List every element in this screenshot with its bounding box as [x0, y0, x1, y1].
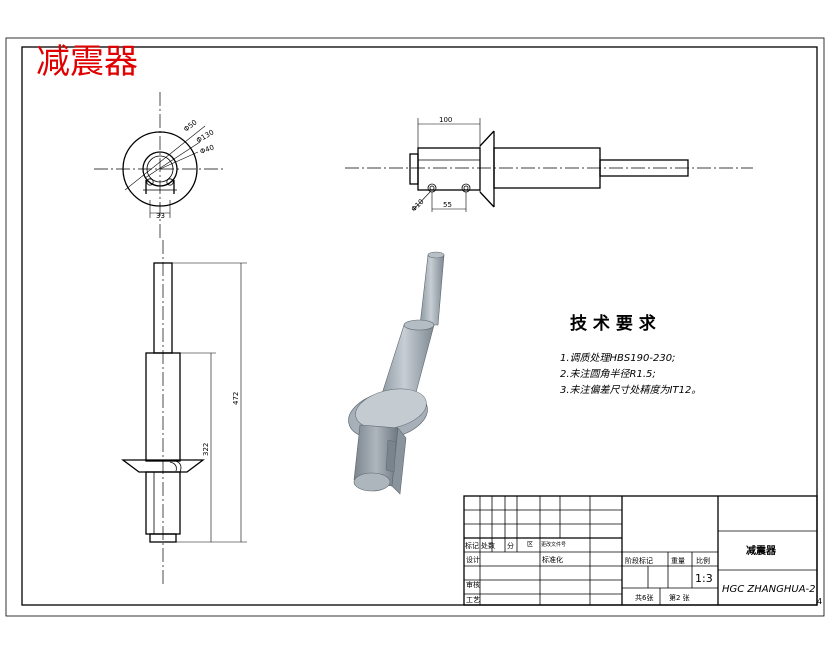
sheet-inner-frame	[21, 46, 818, 606]
tech-heading: 技 术 要 求	[570, 313, 656, 334]
sheet-mark: 4	[817, 597, 822, 606]
dim-spacing: 55	[443, 201, 452, 209]
isometric-view	[348, 251, 445, 495]
dim-inner: Φ40	[199, 143, 215, 155]
title-block: 标记 处数 分 区 更改文件号 设计 标准化 审核 工艺 阶段标记 重量 比例 …	[463, 495, 818, 606]
tb-chushu: 处数	[481, 541, 495, 550]
dim-hole: Φ10	[410, 198, 426, 214]
tb-sheji: 设计	[466, 555, 480, 564]
tb-gong: 共6张	[635, 593, 653, 602]
dim-mid: Φ130	[195, 128, 215, 144]
dim-outer: Φ50	[182, 118, 198, 133]
tb-part-name: 减震器	[746, 544, 777, 557]
tb-biaoji: 标记	[465, 541, 479, 550]
tb-qu: 区	[527, 541, 533, 548]
tb-bili: 比例	[696, 556, 710, 565]
tb-zhongliang: 重量	[671, 557, 685, 565]
tb-di: 第2 张	[669, 593, 690, 602]
tb-gengai: 更改文件号	[541, 541, 566, 548]
dim-length-top: 100	[439, 116, 452, 124]
dim-total: 472	[232, 392, 240, 405]
top-view: Φ50 Φ130 Φ40 33	[94, 92, 225, 240]
tb-shenhe: 审核	[466, 580, 480, 589]
tech-item-1: 1.调质处理HBS190-230;	[560, 352, 675, 364]
tb-fenqu: 分	[507, 541, 514, 550]
tb-scale: 1:3	[695, 572, 713, 585]
sheet-outer-border	[5, 37, 825, 617]
side-view: 100 55 Φ10	[345, 116, 753, 213]
tb-biaozhunhua: 标准化	[542, 555, 563, 564]
dim-bottom: 33	[156, 212, 165, 220]
tech-item-2: 2.未注圆角半径R1.5;	[560, 368, 656, 380]
tech-requirements: 技 术 要 求 1.调质处理HBS190-230; 2.未注圆角半径R1.5; …	[560, 313, 701, 396]
tb-jieduan: 阶段标记	[625, 556, 653, 565]
front-view: 472 322	[121, 240, 247, 585]
dim-lower: 322	[202, 443, 210, 456]
tb-drawing-code: HGC ZHANGHUA-2	[722, 584, 816, 595]
tech-item-3: 3.未注偏差尺寸处精度为IT12。	[560, 384, 701, 396]
tb-gongyi: 工艺	[466, 596, 480, 604]
drawing-title: 减震器	[36, 42, 138, 82]
